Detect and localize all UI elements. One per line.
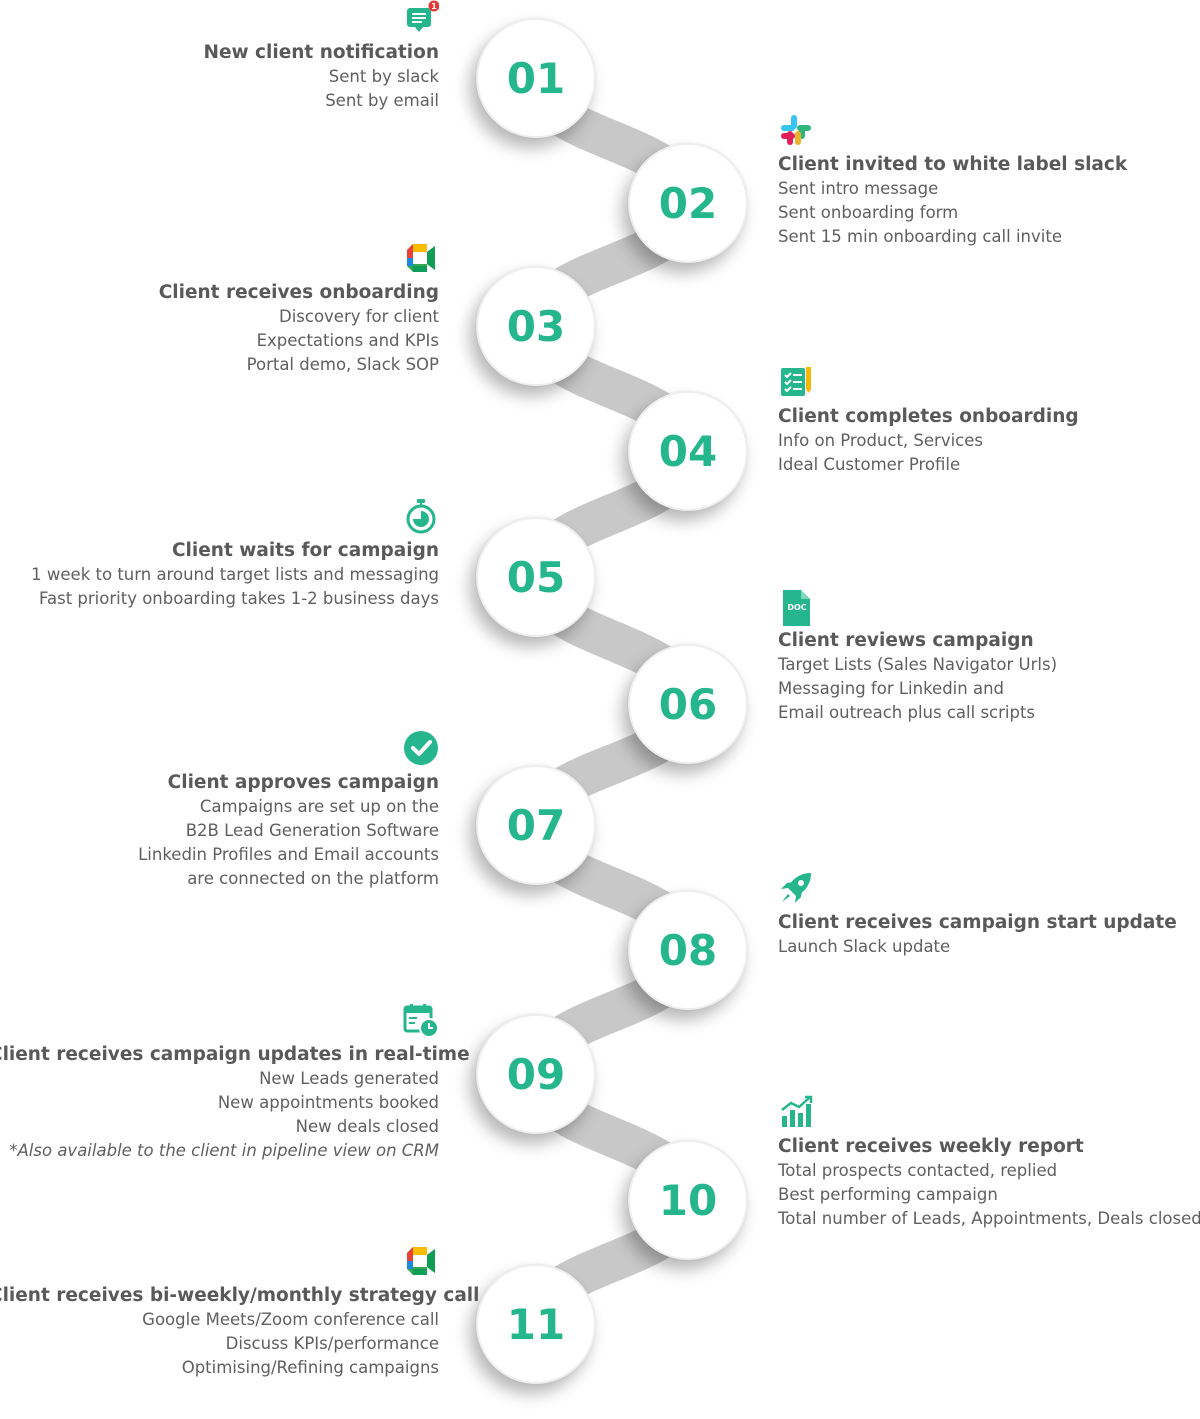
check-circle-icon	[403, 730, 439, 766]
step-05-content: Client waits for campaign 1 week to turn …	[0, 498, 439, 611]
step-number: 08	[658, 925, 718, 975]
step-number: 05	[506, 552, 566, 602]
step-detail-line: 1 week to turn around target lists and m…	[31, 565, 439, 584]
step-number: 02	[658, 178, 718, 228]
growth-chart-icon	[778, 1094, 814, 1130]
step-detail-line: Expectations and KPIs	[256, 331, 439, 350]
step-note: *Also available to the client in pipelin…	[9, 1141, 439, 1160]
step-title: Client receives weekly report	[778, 1136, 1084, 1157]
step-title: Client completes onboarding	[778, 406, 1079, 427]
step-detail-line: Target Lists (Sales Navigator Urls)	[778, 655, 1058, 674]
step-title: Client receives bi-weekly/monthly strate…	[0, 1285, 480, 1306]
step-detail-line: B2B Lead Generation Software	[185, 821, 439, 840]
step-detail-line: Messaging for Linkedin and	[778, 679, 1005, 698]
stopwatch-icon	[403, 498, 439, 534]
step-detail-line: New appointments booked	[217, 1093, 439, 1112]
step-detail-line: Fast priority onboarding takes 1-2 busin…	[39, 589, 439, 608]
doc-file-icon-label: DOC	[787, 603, 807, 612]
step-detail-line: Best performing campaign	[778, 1185, 998, 1204]
step-detail-line: Ideal Customer Profile	[778, 455, 961, 474]
step-detail-line: Portal demo, Slack SOP	[246, 355, 439, 374]
google-meet-icon	[403, 240, 439, 276]
step-number: 06	[658, 679, 718, 729]
chat-notification-icon: 1	[403, 0, 440, 36]
step-detail-line: New deals closed	[295, 1117, 439, 1136]
step-detail-line: Sent by email	[325, 91, 439, 110]
step-detail-line: Google Meets/Zoom conference call	[142, 1310, 439, 1329]
step-circle-08: 08	[628, 890, 748, 1010]
step-detail-line: Discovery for client	[278, 307, 439, 326]
step-circle-07: 07	[476, 765, 596, 885]
step-09-content: Client receives campaign updates in real…	[0, 1002, 470, 1163]
step-circle-06: 06	[628, 644, 748, 764]
step-title: Client waits for campaign	[171, 540, 439, 561]
step-circle-05: 05	[476, 517, 596, 637]
step-title: Client receives campaign updates in real…	[0, 1044, 470, 1065]
step-circle-03: 03	[476, 266, 596, 386]
slack-icon	[778, 112, 814, 148]
calendar-clock-icon	[403, 1002, 439, 1038]
step-title: Client invited to white label slack	[778, 154, 1128, 175]
step-circle-10: 10	[628, 1140, 748, 1260]
step-detail-line: Sent onboarding form	[778, 203, 959, 222]
checklist-icon	[778, 364, 814, 400]
step-detail-line: Optimising/Refining campaigns	[181, 1358, 439, 1377]
doc-file-icon: DOC	[778, 588, 814, 626]
step-number: 10	[658, 1175, 718, 1225]
step-circle-01: 01	[476, 18, 596, 138]
step-number: 11	[506, 1299, 566, 1349]
step-title: Client receives onboarding	[158, 282, 439, 303]
step-detail-line: Sent intro message	[778, 179, 939, 198]
step-detail-line: Total prospects contacted, replied	[778, 1161, 1058, 1180]
step-detail-line: Sent 15 min onboarding call invite	[778, 227, 1062, 246]
step-11-content: Client receives bi-weekly/monthly strate…	[0, 1243, 480, 1380]
svg-text:1: 1	[431, 2, 437, 11]
google-meet-icon	[403, 1243, 439, 1279]
step-title: Client approves campaign	[167, 772, 439, 793]
step-circle-11: 11	[476, 1264, 596, 1384]
step-detail-line: Email outreach plus call scripts	[778, 703, 1036, 722]
step-detail-line: are connected on the platform	[187, 869, 439, 888]
step-title: Client reviews campaign	[778, 630, 1034, 651]
rocket-icon	[778, 870, 814, 906]
step-detail-line: Linkedin Profiles and Email accounts	[138, 845, 439, 864]
step-detail-line: Total number of Leads, Appointments, Dea…	[778, 1209, 1200, 1228]
step-title: Client receives campaign start update	[778, 912, 1177, 933]
step-number: 09	[506, 1049, 566, 1099]
step-detail-line: Discuss KPIs/performance	[225, 1334, 439, 1353]
step-number: 01	[506, 53, 566, 103]
step-circle-09: 09	[476, 1014, 596, 1134]
step-circle-02: 02	[628, 143, 748, 263]
step-number: 03	[506, 301, 566, 351]
step-title: New client notification	[203, 42, 439, 63]
step-detail-line: Campaigns are set up on the	[199, 797, 439, 816]
step-detail-line: Info on Product, Services	[778, 431, 983, 450]
step-detail-line: New Leads generated	[259, 1069, 439, 1088]
step-detail-line: Launch Slack update	[778, 937, 951, 956]
step-detail-line: Sent by slack	[328, 67, 439, 86]
step-circle-04: 04	[628, 391, 748, 511]
step-number: 07	[506, 800, 566, 850]
step-number: 04	[658, 426, 718, 476]
